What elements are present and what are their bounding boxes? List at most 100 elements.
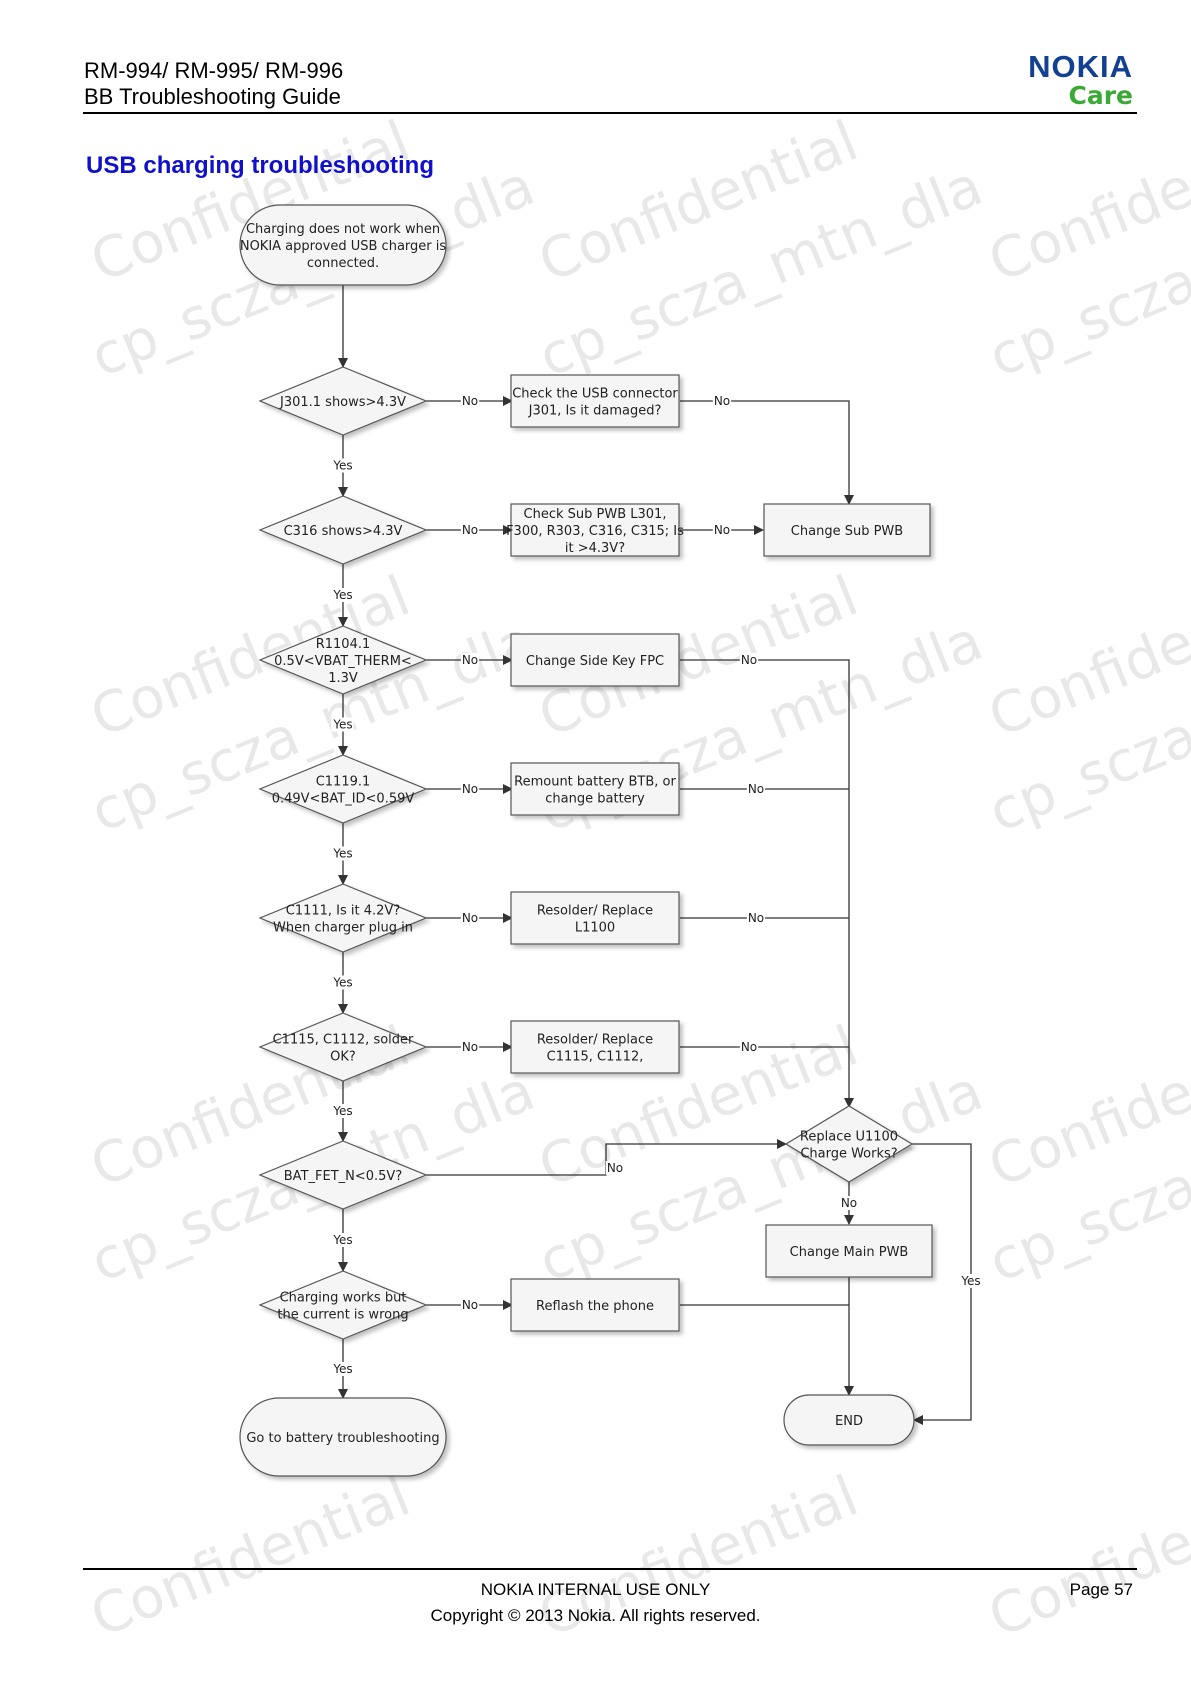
yes-label-5: Yes xyxy=(332,976,352,990)
no-label-a2: No xyxy=(714,523,730,537)
end-terminator: END xyxy=(783,1394,915,1446)
decision-1: J301.1 shows>4.3V xyxy=(258,366,428,436)
yes-label-8-bg xyxy=(331,1362,354,1376)
no-label-replace-bg xyxy=(839,1196,859,1210)
document-guide-line: BB Troubleshooting Guide xyxy=(84,84,341,109)
yes-label-5-bg xyxy=(331,975,354,990)
battery-terminator: Go to battery troubleshooting xyxy=(239,1397,447,1477)
no-label-a5-bg xyxy=(746,911,766,925)
decision-7: BAT_FET_N<0.5V? xyxy=(258,1140,428,1210)
page-number: Page 57 xyxy=(1069,1580,1133,1599)
nokia-care-logo: NOKIA Care xyxy=(1028,49,1133,110)
no-label-d8-bg xyxy=(460,1298,480,1312)
yes-label-1-bg xyxy=(331,458,354,473)
decision-5-text: C1111, Is it 4.2V?When charger plug in xyxy=(273,904,413,936)
yes-label-replace-bg xyxy=(959,1274,982,1288)
decision-7-text: BAT_FET_N<0.5V? xyxy=(284,1169,402,1184)
no-label-d1: No xyxy=(462,394,478,408)
no-label-d5-bg xyxy=(460,911,480,925)
change-main-pwb-box: Change Main PWB xyxy=(765,1224,933,1278)
no-label-replace: No xyxy=(841,1196,857,1210)
no-label-d3-bg xyxy=(460,653,480,667)
yes-label-7-bg xyxy=(331,1233,354,1247)
footer-copyright: Copyright © 2013 Nokia. All rights reser… xyxy=(430,1606,761,1625)
page-title: USB charging troubleshooting xyxy=(86,152,434,179)
yes-label-7: Yes xyxy=(332,1233,352,1247)
change-sub-pwb-box: Change Sub PWB xyxy=(763,503,931,557)
action-7-text: Reflash the phone xyxy=(536,1299,654,1314)
yes-label-3-bg xyxy=(331,717,354,732)
change-main-pwb-box-text: Change Main PWB xyxy=(790,1245,909,1260)
no-label-d1-bg xyxy=(460,394,480,408)
edge-no-a3-trunk xyxy=(680,659,854,1108)
no-label-a6-bg xyxy=(739,1040,759,1054)
yes-label-4: Yes xyxy=(332,847,352,861)
no-label-d7: No xyxy=(607,1161,623,1175)
decision-2-text: C316 shows>4.3V xyxy=(284,524,403,539)
action-7: Reflash the phone xyxy=(510,1278,680,1332)
decision-1-text: J301.1 shows>4.3V xyxy=(279,395,406,410)
yes-label-6: Yes xyxy=(332,1104,352,1118)
decision-2: C316 shows>4.3V xyxy=(258,495,428,565)
no-label-a1: No xyxy=(714,394,730,408)
decision-5: C1111, Is it 4.2V?When charger plug in xyxy=(258,883,428,953)
yes-label-2-bg xyxy=(331,588,354,602)
yes-label-8: Yes xyxy=(332,1362,352,1376)
action-2: Check Sub PWB L301,F300, R303, C316, C31… xyxy=(506,503,684,557)
end-terminator-text: END xyxy=(835,1414,863,1429)
edge-no-d7 xyxy=(426,1139,787,1176)
no-label-d4-bg xyxy=(460,782,480,796)
no-label-a2-bg xyxy=(712,523,732,537)
yes-label-4-bg xyxy=(331,846,354,861)
no-label-a1-bg xyxy=(712,394,732,408)
footer-internal-notice: NOKIA INTERNAL USE ONLY xyxy=(480,1580,711,1599)
no-label-d5: No xyxy=(462,911,478,925)
action-3: Change Side Key FPC xyxy=(510,633,680,687)
action-3-text: Change Side Key FPC xyxy=(526,654,664,669)
no-label-a6: No xyxy=(741,1040,757,1054)
no-label-d6-bg xyxy=(460,1040,480,1054)
no-label-d6: No xyxy=(462,1040,478,1054)
no-label-d2: No xyxy=(462,523,478,537)
yes-label-1: Yes xyxy=(332,459,352,473)
header-rule xyxy=(83,112,1137,114)
logo-brand-text: NOKIA xyxy=(1028,49,1133,84)
logo-sub-text: Care xyxy=(1068,81,1133,110)
battery-terminator-text: Go to battery troubleshooting xyxy=(246,1431,439,1446)
no-label-a4-bg xyxy=(746,782,766,796)
no-label-d2-bg xyxy=(460,523,480,537)
no-label-a3-bg xyxy=(739,653,759,667)
edge-no-a1 xyxy=(680,400,854,505)
yes-label-replace: Yes xyxy=(960,1274,980,1288)
no-label-a4: No xyxy=(748,782,764,796)
change-sub-pwb-box-text: Change Sub PWB xyxy=(791,524,903,539)
no-label-d7-bg xyxy=(605,1161,625,1175)
yes-label-6-bg xyxy=(331,1104,354,1118)
no-label-a5: No xyxy=(748,911,764,925)
yes-label-2: Yes xyxy=(332,588,352,602)
footer-rule xyxy=(83,1568,1137,1570)
no-label-d3: No xyxy=(462,653,478,667)
no-label-d8: No xyxy=(462,1298,478,1312)
no-label-a3: No xyxy=(741,653,757,667)
